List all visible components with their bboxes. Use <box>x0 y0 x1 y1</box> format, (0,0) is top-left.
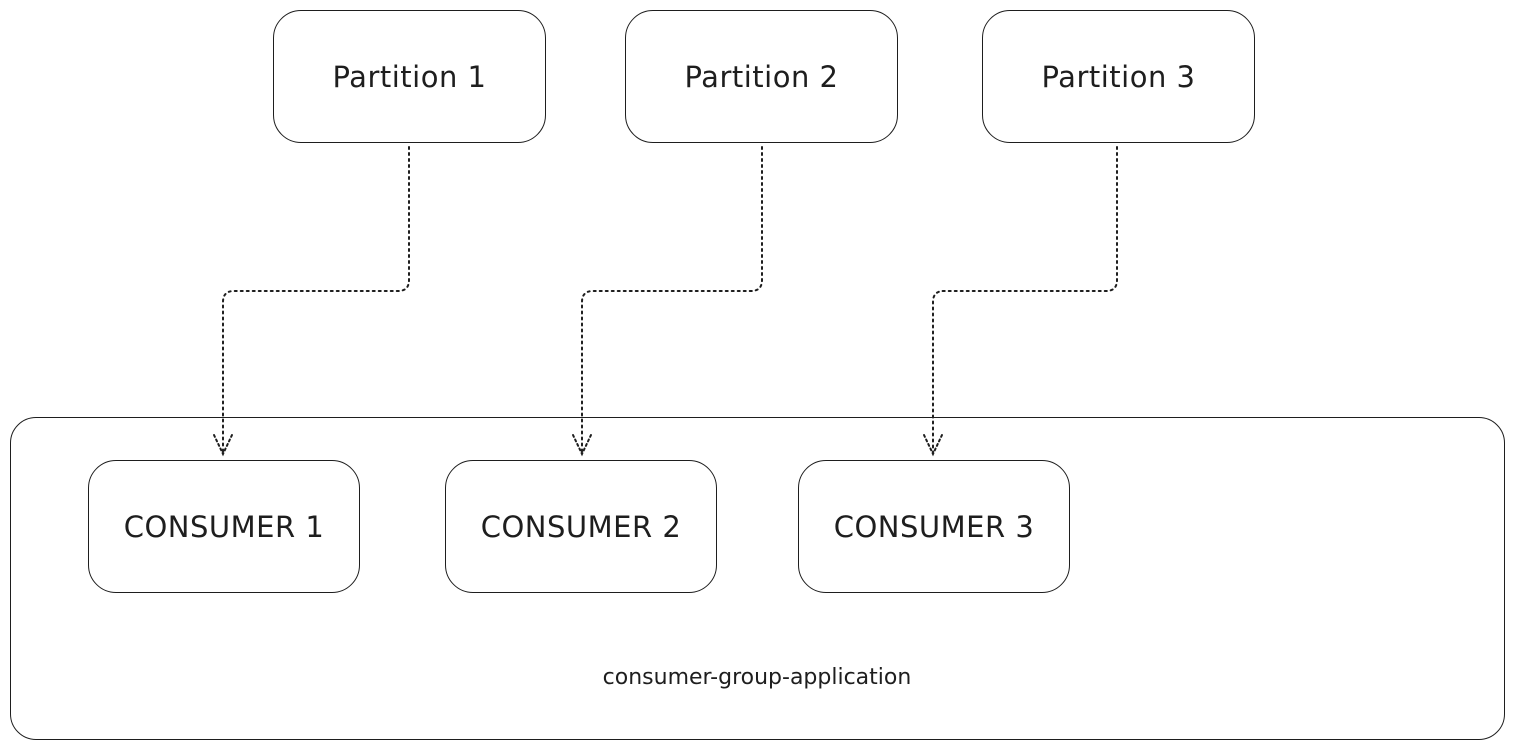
partition-3-node[interactable]: Partition 3 <box>982 10 1255 143</box>
edge-partition-3-to-consumer-3 <box>932 146 1118 453</box>
edge-partition-2-to-consumer-2 <box>581 146 763 453</box>
consumer-1-node[interactable]: CONSUMER 1 <box>88 460 360 593</box>
consumer-2-node[interactable]: CONSUMER 2 <box>445 460 717 593</box>
consumer-group-label: consumer-group-application <box>602 665 912 690</box>
edge-partition-1-to-consumer-1 <box>222 146 410 453</box>
partition-1-node[interactable]: Partition 1 <box>273 10 546 143</box>
consumer-3-node[interactable]: CONSUMER 3 <box>798 460 1070 593</box>
partition-2-node[interactable]: Partition 2 <box>625 10 898 143</box>
